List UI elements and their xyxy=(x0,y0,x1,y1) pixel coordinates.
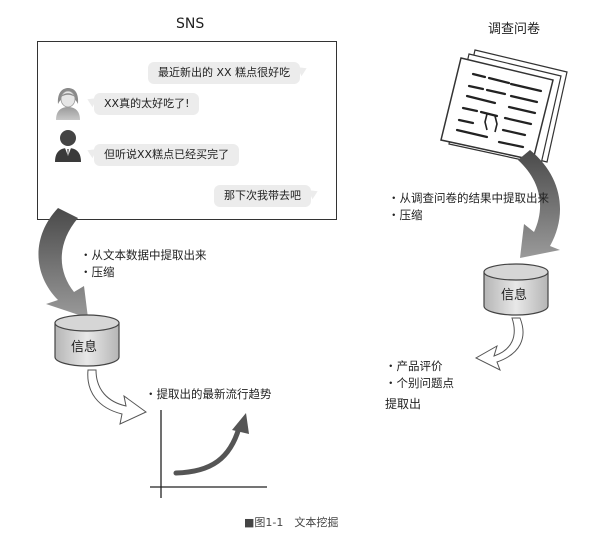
chat-bubble-1: 最近新出的 XX 糕点很好吃 xyxy=(148,62,301,84)
left-notes: ・从文本数据中提取出来 ・压缩 xyxy=(80,247,207,281)
database-right-label: 信息 xyxy=(501,288,528,303)
trend-curve xyxy=(173,425,242,476)
trend-arrowhead xyxy=(232,413,249,434)
extract-item-2: ・个别问题点 xyxy=(385,376,454,390)
survey-title: 调查问卷 xyxy=(488,22,541,37)
woman-avatar-icon xyxy=(52,86,84,120)
left-flow-arrow xyxy=(38,208,88,318)
chat-bubble-3: 但听说XX糕点已经买完了 xyxy=(94,144,240,166)
extract-label: 提取出 xyxy=(385,397,422,411)
db-to-list-arrow xyxy=(474,317,524,372)
right-note-1: ・从调查问卷的结果中提取出来 xyxy=(388,191,549,205)
right-flow-arrow xyxy=(518,150,561,258)
chat-bubble-2: XX真的太好吃了! xyxy=(94,93,200,115)
database-right-icon xyxy=(482,262,550,318)
man-avatar-icon xyxy=(52,126,84,162)
database-left-label: 信息 xyxy=(71,340,98,355)
sns-title: SNS xyxy=(176,16,205,32)
right-note-2: ・压缩 xyxy=(388,208,423,222)
right-notes: ・从调查问卷的结果中提取出来 ・压缩 xyxy=(388,190,549,224)
left-note-1: ・从文本数据中提取出来 xyxy=(80,248,207,262)
extract-item-1: ・产品评价 xyxy=(385,359,443,373)
sns-panel: 最近新出的 XX 糕点很好吃 XX真的太好吃了! 但听说XX糕点已经买完了 那下… xyxy=(37,41,337,220)
db-to-chart-arrow xyxy=(87,369,147,425)
left-note-2: ・压缩 xyxy=(80,265,115,279)
survey-papers-icon xyxy=(425,46,575,165)
database-left-icon xyxy=(53,313,121,369)
trend-note: ・提取出的最新流行趋势 xyxy=(145,387,272,401)
extract-items: ・产品评价 ・个别问题点 提取出 xyxy=(385,358,454,413)
figure-caption: ■图1-1 文本挖掘 xyxy=(244,516,339,529)
chat-bubble-4: 那下次我带去吧 xyxy=(214,185,311,207)
